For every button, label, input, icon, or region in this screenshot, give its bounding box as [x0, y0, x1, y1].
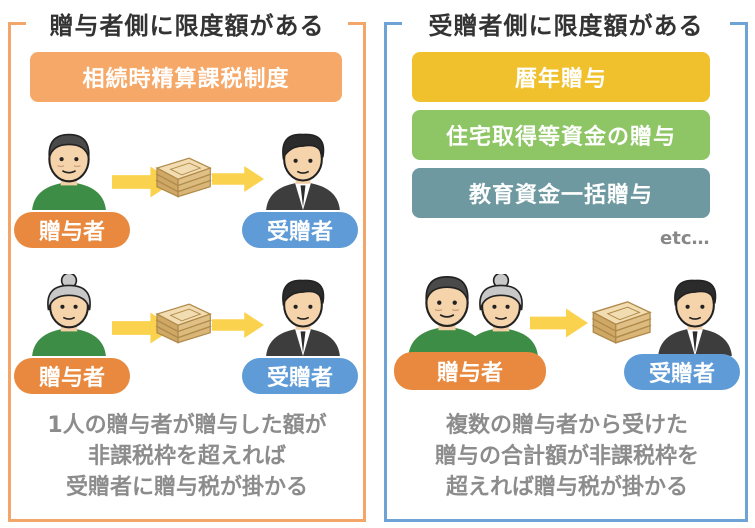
arrow-icon-row1-b — [212, 160, 264, 198]
item-pill-jutaku-shutoku: 住宅取得等資金の贈与 — [412, 110, 710, 160]
left-caption-line-2: 非課税枠を超えれば — [87, 444, 286, 469]
right-panel-top-border-left — [384, 22, 402, 25]
left-panel-top-border-right — [348, 22, 366, 25]
arrow-icon-right — [530, 306, 588, 340]
giver-elder-man-icon — [28, 128, 110, 210]
left-caption-line-1: 1人の贈与者が贈与した額が — [47, 413, 327, 438]
receiver-young-man-icon-row1 — [262, 128, 344, 210]
arrow-icon-row2-b — [212, 306, 264, 344]
right-panel: 受贈者側に限度額がある — [384, 12, 748, 522]
money-stack-icon-right — [588, 300, 654, 346]
right-caption: 複数の贈与者から受けた 贈与の合計額が非課税枠を 超えれば贈与税が掛かる — [388, 410, 746, 503]
right-panel-title: 受贈者側に限度額がある — [387, 6, 745, 41]
receiver-label-right: 受贈者 — [624, 354, 740, 390]
giver-elder-woman-icon — [28, 274, 110, 356]
item-pill-kyoiku-shikin: 教育資金一括贈与 — [412, 168, 710, 218]
left-panel-top-border-left — [8, 22, 26, 25]
item-pill-rekinen-zoyo: 暦年贈与 — [412, 52, 710, 102]
money-stack-icon-row2 — [152, 302, 214, 346]
right-caption-line-1: 複数の贈与者から受けた — [445, 413, 688, 438]
system-pill-seisan-kazei: 相続時精算課税制度 — [30, 52, 342, 102]
left-panel: 贈与者側に限度額がある — [8, 12, 366, 522]
right-caption-line-2: 贈与の合計額が非課税枠を — [434, 444, 699, 469]
left-panel-title: 贈与者側に限度額がある — [11, 6, 363, 41]
left-caption-line-3: 受贈者に贈与税が掛かる — [65, 475, 308, 500]
receiver-young-man-icon-right — [654, 274, 736, 356]
receiver-label-row1: 受贈者 — [242, 212, 358, 248]
right-panel-top-border-right — [730, 22, 748, 25]
etc-text: etc… — [660, 228, 710, 249]
receiver-label-row2: 受贈者 — [242, 358, 358, 394]
receiver-young-man-icon-row2 — [262, 274, 344, 356]
right-caption-line-3: 超えれば贈与税が掛かる — [445, 475, 688, 500]
giver-label-row1: 贈与者 — [14, 212, 130, 248]
giver-label-row2: 贈与者 — [14, 358, 130, 394]
money-stack-icon-row1 — [152, 156, 214, 200]
giver-label-right: 贈与者 — [394, 352, 546, 390]
left-caption: 1人の贈与者が贈与した額が 非課税枠を超えれば 受贈者に贈与税が掛かる — [12, 410, 362, 503]
